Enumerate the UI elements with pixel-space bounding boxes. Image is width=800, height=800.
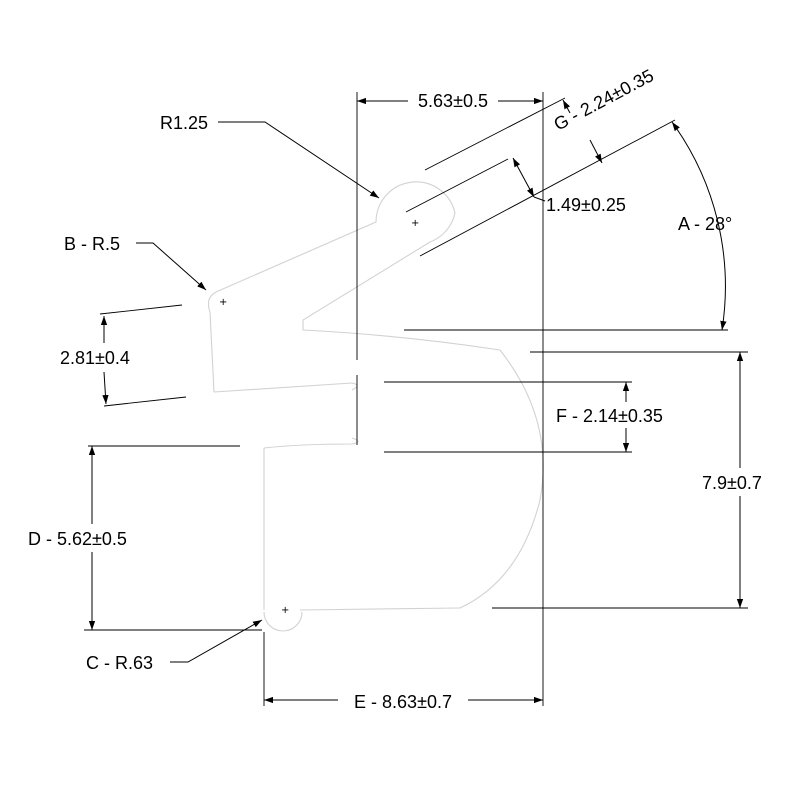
label-d-height: D - 5.62±0.5 [28,529,127,549]
pin-b-outline [207,291,217,393]
label-top-width: 5.63±0.5 [418,91,488,111]
base-edge [299,607,461,611]
label-angle-a: A - 28° [678,214,732,234]
label-radius-b: B - R.5 [64,234,120,254]
center-mark-top: + [411,218,419,229]
extension-lines [84,92,748,706]
center-mark-b: + [219,297,227,308]
label-radius-c: C - R.63 [86,653,153,673]
center-mark-c: + [281,605,289,616]
lip-lower-edge [213,382,358,393]
dimension-labels: 5.63±0.5 R1.25 G - 2.24±0.35 1.49±0.25 A… [28,65,762,712]
dimension-lines [88,97,744,704]
label-lip-height: 2.81±0.4 [60,348,130,368]
label-radius-top: R1.25 [160,113,208,133]
center-marks: + + + [219,218,419,616]
stem-shoulder [263,437,359,449]
bulb-outline [459,349,544,609]
part-outline [207,181,544,632]
label-e-width: E - 8.63±0.7 [354,692,452,712]
label-bulb-height: 7.9±0.7 [702,473,762,493]
label-f-gap: F - 2.14±0.35 [556,406,663,426]
foot-c-outline [263,611,303,632]
label-g-thickness: G - 2.24±0.35 [550,65,656,134]
label-inner-thickness: 1.49±0.25 [546,195,626,215]
upper-arm-outline [215,181,501,351]
